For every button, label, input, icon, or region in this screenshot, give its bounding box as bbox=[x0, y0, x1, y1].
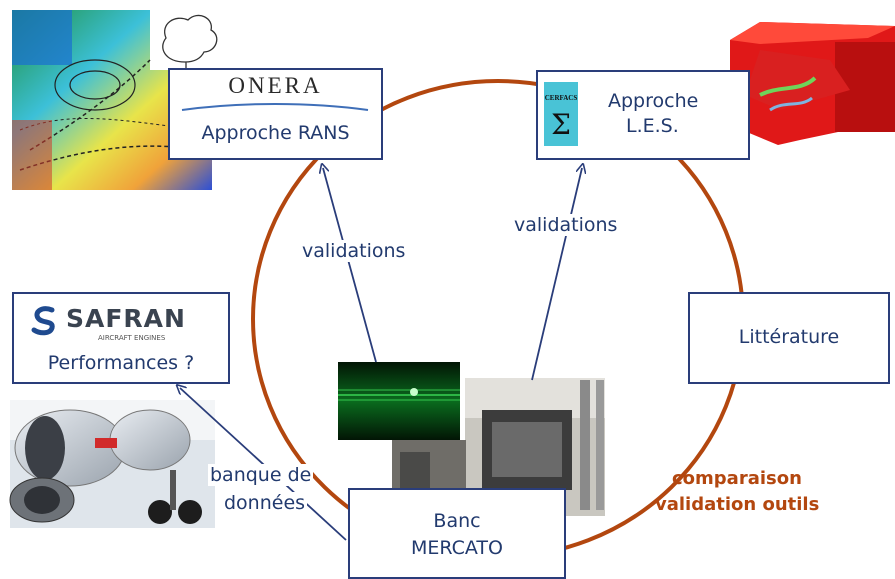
onera-rans-label: Approche RANS bbox=[201, 122, 350, 144]
validations-right-label: validations bbox=[512, 214, 620, 236]
onera-logo: ONERA bbox=[228, 73, 323, 98]
mercato-label-line2: MERCATO bbox=[410, 537, 503, 559]
validations-left-label: validations bbox=[300, 240, 408, 262]
cerfacs-les-box: CERFACS Σ Approche L.E.S. bbox=[536, 70, 750, 160]
safran-performances-label: Performances ? bbox=[47, 352, 195, 374]
sigma-icon: Σ bbox=[551, 108, 571, 141]
banque-label-line1: banque de bbox=[208, 464, 314, 486]
comparaison-label-line2: validation outils bbox=[655, 494, 820, 515]
les-cfd-image bbox=[730, 22, 895, 145]
cerfacs-logo: CERFACS Σ bbox=[544, 82, 578, 146]
safran-logo: SAFRAN bbox=[66, 304, 186, 333]
arrow-mercato-to-rans bbox=[323, 168, 377, 363]
laser-image bbox=[338, 362, 460, 440]
onera-logo-swoosh bbox=[181, 103, 369, 111]
safran-s-icon bbox=[31, 306, 55, 336]
safran-sublogo: AIRCRAFT ENGINES bbox=[98, 334, 166, 342]
litterature-box: Littérature bbox=[688, 292, 890, 384]
mercato-label-line1: Banc bbox=[433, 510, 481, 532]
onera-rans-box: ONERA Approche RANS bbox=[168, 68, 383, 160]
cerfacs-les-label-line1: Approche bbox=[608, 90, 699, 112]
arrow-mercato-to-les bbox=[531, 168, 582, 381]
rans-cfd-image bbox=[12, 10, 212, 190]
cerfacs-logo-text: CERFACS bbox=[544, 94, 578, 102]
safran-box: SAFRAN AIRCRAFT ENGINES Performances ? bbox=[12, 292, 230, 384]
banque-label-line2: données bbox=[222, 492, 308, 514]
comparaison-label-line1: comparaison bbox=[672, 468, 802, 489]
engine-photo bbox=[9, 400, 215, 528]
tree-icon bbox=[162, 14, 218, 68]
cerfacs-les-label-line2: L.E.S. bbox=[626, 115, 679, 137]
mercato-box: Banc MERCATO bbox=[348, 488, 566, 579]
litterature-label: Littérature bbox=[738, 326, 840, 348]
